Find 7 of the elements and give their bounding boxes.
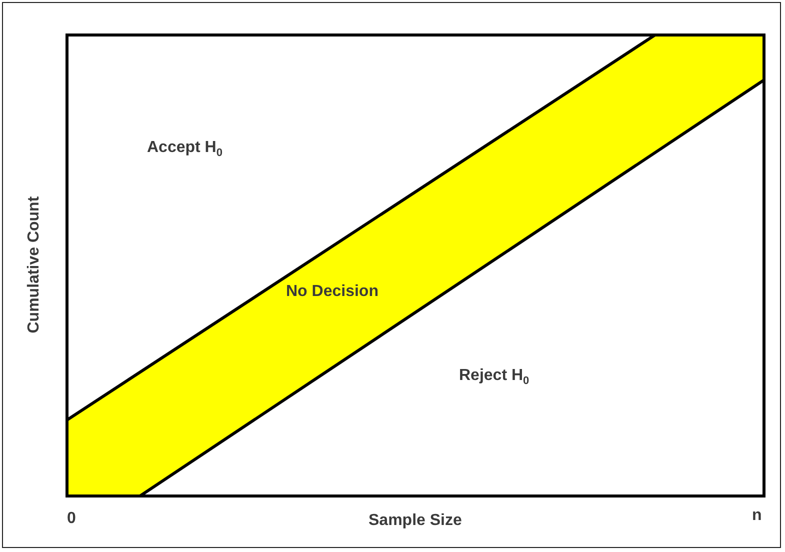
axis-title: Sample Size: [368, 512, 462, 530]
region-label: Accept H$_{0}$: [147, 139, 222, 160]
region-label: Reject H$_{0}$: [459, 367, 530, 388]
axis-tick-label: n: [752, 507, 762, 525]
axis-tick-label: 0: [67, 510, 76, 528]
region-label: No Decision: [286, 283, 378, 301]
axis-title: Cumulative Count: [25, 196, 43, 334]
